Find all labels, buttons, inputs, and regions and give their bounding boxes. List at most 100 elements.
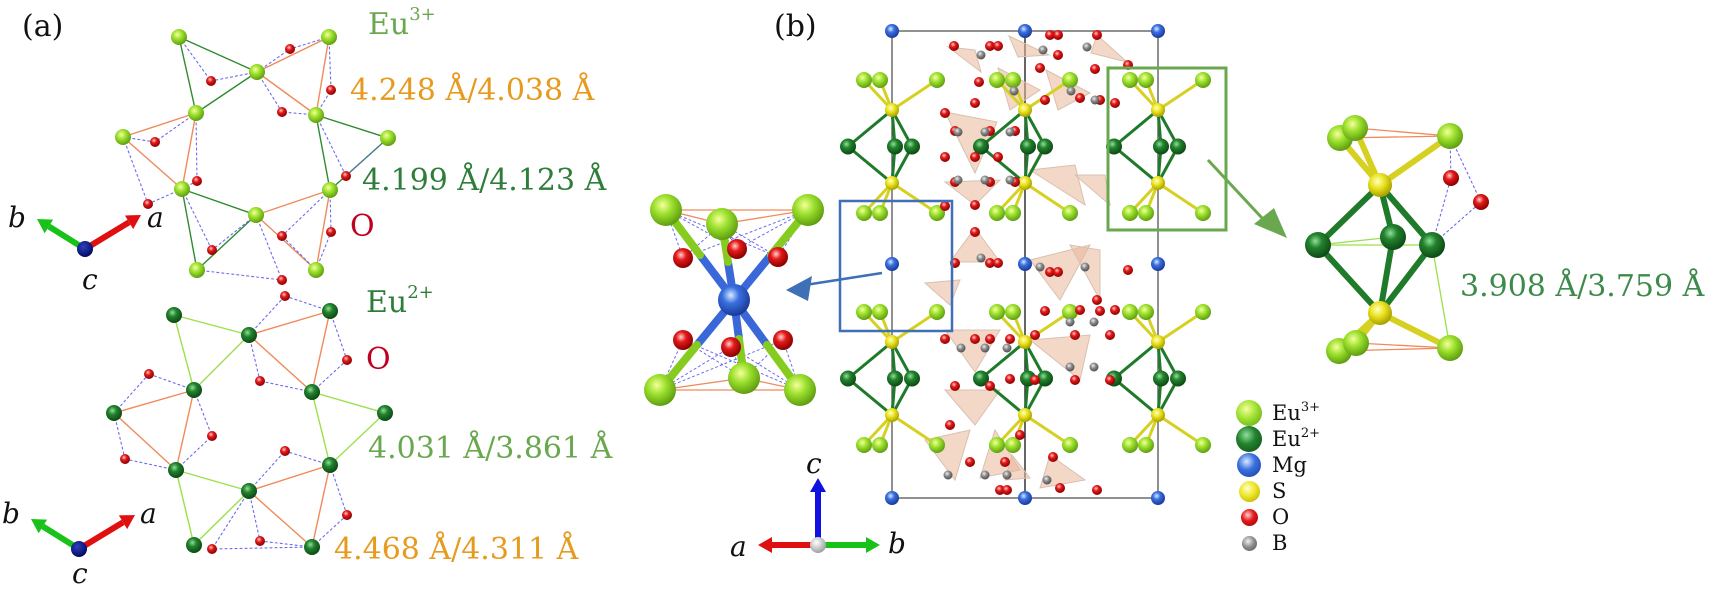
arrow-eu-zoom-head (1254, 208, 1287, 238)
s-atom (1151, 103, 1165, 117)
eu2-atom (241, 327, 257, 343)
eu2-eu2-bond (173, 314, 195, 391)
eu3-atom (989, 72, 1005, 88)
ion-charge: 2+ (407, 282, 434, 303)
eu2-atom (241, 483, 257, 499)
eu2-o-dotted-bond (259, 380, 313, 393)
axis-a-arrow-top-head (124, 215, 141, 230)
o-atom (1075, 305, 1085, 315)
b-atom (1005, 127, 1015, 137)
eu2-atom (904, 138, 920, 155)
eu3-eu3-bond-orange (315, 189, 331, 271)
axis-label-c-top: c (82, 263, 98, 296)
eu3-atom (188, 105, 204, 121)
o-atom (1110, 98, 1120, 108)
o-atom (285, 44, 295, 54)
mg-atom-icon (1237, 453, 1261, 477)
mg-atom (1018, 24, 1032, 38)
eu3-atom (1437, 335, 1463, 361)
eu2-eu2-bond-orange (248, 490, 313, 548)
o-atom (1040, 95, 1050, 105)
eu3-atom (872, 304, 888, 320)
eu3-atom (856, 72, 872, 88)
o-atom (945, 420, 955, 430)
eu2-atom (377, 405, 393, 421)
o-atom (768, 247, 788, 267)
o-atom (970, 200, 980, 210)
eu3-oxygen-label: O (350, 209, 375, 244)
o-atom (985, 41, 995, 51)
b-atom (1038, 45, 1048, 55)
b-atom (976, 50, 986, 60)
s-eu3-bond (890, 310, 939, 344)
axis-b-arrow-bottom-head (31, 519, 48, 534)
eu2-eu2-bond (173, 314, 250, 336)
eu3-o-dotted-bond (178, 36, 212, 82)
s-eu3-bond (1377, 310, 1453, 351)
arrow-mg-zoom-shaft (804, 271, 883, 287)
eu2-atom (186, 382, 202, 398)
eu3-atom (1122, 304, 1138, 320)
legend-item-o: O (1232, 504, 1320, 530)
ion-base: Eu (366, 285, 408, 320)
eu3-o-dotted-bond (315, 114, 347, 177)
eu2-eu3-edge (1431, 244, 1451, 349)
eu2-eu2-bond (311, 391, 331, 466)
mg-atom (885, 491, 899, 505)
legend-label: Eu (1272, 427, 1301, 451)
eu2-atom (840, 138, 856, 155)
mg-atom (718, 284, 750, 316)
eu2-eu2-bond (193, 490, 250, 546)
s-atom (885, 335, 899, 349)
eu2-o-dotted-bond (148, 373, 195, 391)
eu-o-dotted-bond (682, 223, 723, 259)
eu3-atom (1437, 123, 1463, 149)
ion-base: Eu (368, 7, 410, 42)
eu2-o-dotted-bond (284, 295, 331, 312)
mg-atom (1018, 491, 1032, 505)
eu3-atom (308, 107, 324, 123)
s-atom (1368, 173, 1392, 197)
eu2-atom (1153, 370, 1169, 387)
s-eu2-bond (1112, 145, 1160, 185)
eu2-atom (973, 370, 989, 387)
legend-item-eu3: Eu3+ (1232, 400, 1320, 426)
o-atom (1092, 30, 1102, 40)
o-atom-icon (1240, 508, 1258, 526)
b-atom (1065, 362, 1075, 372)
o-atom (1000, 457, 1010, 467)
s-eu2-bond (1112, 108, 1160, 148)
o-atom (1105, 375, 1115, 385)
eu2-eu2-bond-orange (113, 389, 195, 414)
eu2-atom (166, 307, 182, 323)
legend-label: B (1272, 531, 1288, 555)
o-atom (207, 245, 217, 255)
eu3-o-dotted-bond (122, 136, 149, 205)
eu-o-dotted-bond (730, 346, 801, 391)
eu-o-dotted-bond (665, 209, 738, 250)
eu-o-dotted-bond (782, 339, 801, 391)
s-eu2-bond (1315, 242, 1383, 316)
eu3-atom (872, 72, 888, 88)
borate-polyhedron (1069, 244, 1101, 301)
eu2-o-dotted-bond (259, 540, 313, 548)
eu3-o-dotted-bond (181, 188, 213, 251)
o-atom (120, 454, 130, 464)
axis-c-arrow-b-head (810, 478, 826, 492)
eu2-o-dotted-bond (175, 435, 213, 471)
o-atom (985, 334, 995, 344)
o-atom (280, 446, 290, 456)
o-atom (1048, 452, 1058, 462)
s-eu2-bond (1112, 377, 1160, 417)
eu2-network-ion-label: Eu2+ (366, 284, 434, 320)
o-atom (192, 176, 202, 186)
eu3-atom (929, 72, 945, 88)
o-atom (1005, 334, 1015, 344)
eu3-atom (1062, 304, 1078, 320)
eu-o-dotted-bond (659, 339, 784, 391)
o-atom (940, 201, 950, 211)
legend-charge: 3+ (1300, 400, 1321, 415)
b-atom (980, 127, 990, 137)
o-atom (940, 108, 950, 118)
eu2-o-dotted-bond (248, 490, 261, 542)
